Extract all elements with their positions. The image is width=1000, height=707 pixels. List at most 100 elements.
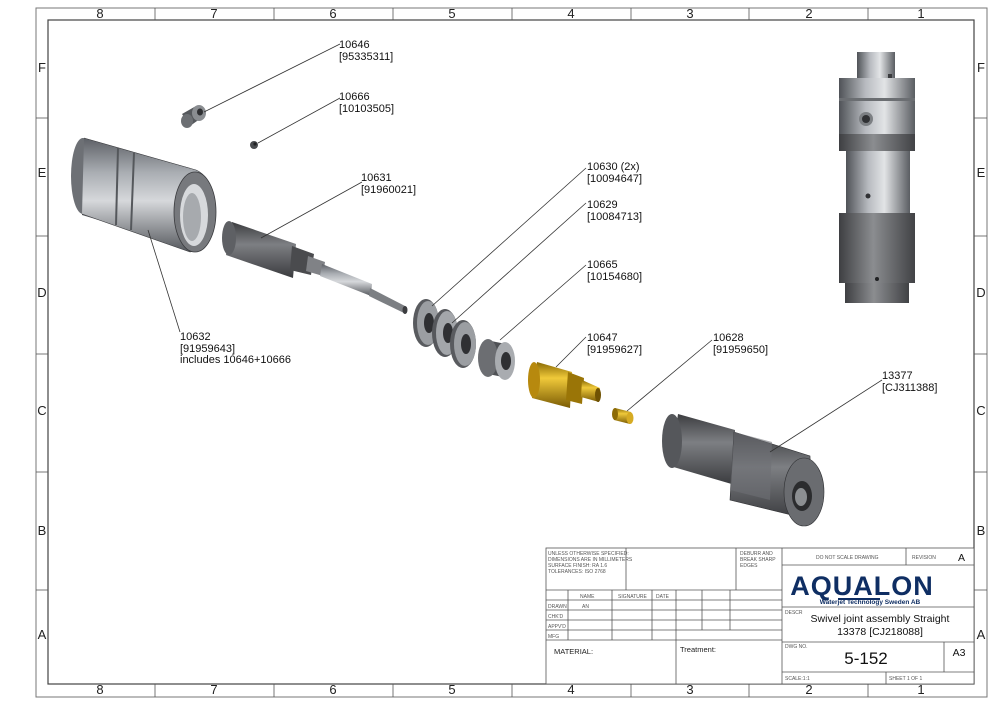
callout-part: 10646 [339,39,370,51]
scale-label: SCALE:1:1 [785,676,810,682]
callout-10647: 10647 [91959627] [587,332,642,356]
col-header-date: DATE [656,594,670,600]
finish-line-2: BREAK SHARP [740,557,776,563]
callout-ref: [91960021] [361,184,416,196]
zone-row-a: A [38,627,47,642]
zone-row-a-right: A [977,627,986,642]
zone-col-7-bottom: 7 [210,682,217,697]
callout-ref: [95335311] [339,51,393,63]
zone-col-8: 8 [96,6,103,21]
zone-row-b: B [38,523,47,538]
tolerance-line-4: TOLERANCES: ISO 2768 [548,569,606,575]
drawn-by: AN [582,604,589,610]
zone-row-b-right: B [977,523,986,538]
leader-lines [147,43,883,453]
callout-10646: 10646 [95335311] [339,39,393,63]
callout-part: 10629 [587,199,618,211]
callout-part: 10647 [587,332,618,344]
company-logo: AQUALON [790,571,934,601]
drawing-title-line-2: 13378 [CJ218088] [837,626,923,638]
zone-col-7: 7 [210,6,217,21]
zone-row-f-right: F [977,60,985,75]
callout-ref: [10084713] [587,211,642,223]
part-10630-washer-b [450,320,476,368]
callout-part: 10632 [180,331,211,343]
row-label-drawn: DRAWN [548,604,567,610]
sheet-label: SHEET 1 OF 1 [889,676,922,682]
callout-ref: [CJ311388] [882,382,937,394]
callout-part: 10665 [587,259,618,271]
callout-ref: [91959627] [587,344,642,356]
col-header-signature: SIGNATURE [618,594,647,600]
callout-10665: 10665 [10154680] [587,259,642,283]
zone-row-e: E [38,165,47,180]
callout-ref: [10103505] [339,103,394,115]
callout-part: 10628 [713,332,744,344]
zone-col-3: 3 [686,6,693,21]
callout-13377: 13377 [CJ311388] [882,370,937,394]
tolerance-line-2: DIMENSIONS ARE IN MILLIMETERS [548,557,633,563]
zone-labels-bottom: 8 7 6 5 4 3 2 1 [96,682,924,697]
zone-row-e-right: E [977,165,986,180]
callout-part: 10630 (2x) [587,161,640,173]
zone-col-8-bottom: 8 [96,682,103,697]
drawing-title-line-1: Swivel joint assembly Straight [811,613,950,625]
dwg-no-label: DWG NO. [785,644,808,650]
zone-row-d-right: D [976,285,985,300]
callout-10629: 10629 [10084713] [587,199,642,223]
finish-line-3: EDGES [740,563,758,569]
part-10646-fitting [181,105,206,128]
callout-note: includes 10646+10666 [180,354,291,366]
zone-row-f: F [38,60,46,75]
zone-row-c: C [37,403,46,418]
zone-row-c-right: C [976,403,985,418]
callout-10628: 10628 [91959650] [713,332,768,356]
zone-col-1: 1 [917,6,924,21]
drawing-frame [35,7,988,698]
part-10665-nut [478,339,515,380]
zone-col-4-bottom: 4 [567,682,574,697]
callout-10630: 10630 (2x) [10094647] [587,161,642,185]
zone-labels-right: F E D C B A [976,60,985,642]
callout-part: 10666 [339,91,370,103]
part-10647-brass-fitting [528,362,601,408]
callout-ref: [10094647] [587,173,642,185]
part-10631-shaft [222,221,408,314]
zone-col-2: 2 [805,6,812,21]
callout-ref: [10154680] [587,271,642,283]
callout-10666: 10666 [10103505] [339,91,394,115]
revision-label: REVISION [912,555,936,561]
callout-ref: [91959643] [180,343,235,355]
treatment-label: Treatment: [680,645,716,654]
finish-line-1: DEBURR AND [740,551,773,557]
zone-labels-left: F E D C B A [37,60,46,642]
assembled-view [839,52,915,303]
zone-col-6: 6 [329,6,336,21]
part-10666-screw [250,141,258,149]
revision-value: A [958,552,965,564]
row-label-mfg: MFG [548,634,559,640]
zone-col-1-bottom: 1 [917,682,924,697]
company-subtitle: Waterjet Technology Sweden AB [820,599,921,606]
zone-col-2-bottom: 2 [805,682,812,697]
do-not-scale: DO NOT SCALE DRAWING [816,555,879,561]
zone-row-d: D [37,285,46,300]
zone-col-4: 4 [567,6,574,21]
callout-part: 10631 [361,172,392,184]
zone-col-3-bottom: 3 [686,682,693,697]
material-label: MATERIAL: [554,647,593,656]
sheet-size: A3 [953,647,966,659]
description-label: DESCR [785,610,803,616]
part-13377-body [662,414,825,527]
zone-labels-top: 8 7 6 5 4 3 2 1 [96,6,924,21]
title-block: UNLESS OTHERWISE SPECIFIED: DIMENSIONS A… [545,547,975,685]
zone-col-6-bottom: 6 [329,682,336,697]
row-label-approved: APPV'D [548,624,566,630]
callout-10631: 10631 [91960021] [361,172,416,196]
col-header-name: NAME [580,594,595,600]
zone-col-5-bottom: 5 [448,682,455,697]
zone-col-5: 5 [448,6,455,21]
callout-ref: [91959650] [713,344,768,356]
tolerance-line-1: UNLESS OTHERWISE SPECIFIED: [548,551,629,557]
